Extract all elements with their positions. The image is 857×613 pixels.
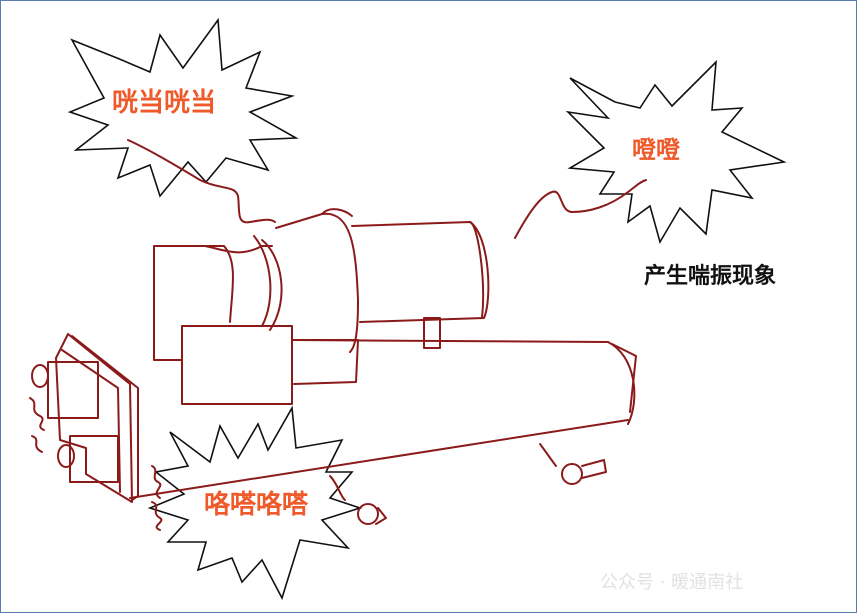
surge-caption: 产生喘振现象 <box>644 264 777 289</box>
volute-top-flare <box>321 208 353 217</box>
left-nozzle-upper <box>47 361 99 419</box>
top-right-burst-label: 噔噔 <box>632 136 680 164</box>
bottom-burst-label: 咯嗒咯嗒 <box>204 490 309 520</box>
motor-box <box>181 325 293 405</box>
vibration-squiggle-bottom-3 <box>329 475 346 501</box>
cylinder-support-clamp <box>423 317 441 349</box>
volute-outer <box>275 212 359 353</box>
shell-right-flange <box>611 343 637 413</box>
main-shell-top <box>291 339 609 343</box>
vibration-squiggle-left-end-2 <box>31 435 43 453</box>
top-right-starburst <box>565 59 787 245</box>
bottom-starburst <box>147 405 363 601</box>
bolt-right <box>561 463 583 485</box>
motor-box-side <box>291 339 359 385</box>
bolt-right-shank <box>581 459 607 479</box>
left-valve-knob-lower <box>57 444 75 468</box>
left-nozzle-lower <box>69 435 119 483</box>
vibration-squiggle-right <box>514 179 647 239</box>
top-left-burst-label: 咣当咣当 <box>112 88 217 118</box>
vibration-squiggle-bolt <box>539 443 557 467</box>
left-waterbox <box>55 333 133 503</box>
main-shell-bottom <box>129 419 629 499</box>
volute-ring-2 <box>253 235 272 327</box>
top-left-starburst <box>67 17 299 198</box>
vibration-squiggle-bottom-2 <box>151 501 163 531</box>
compressor-end-cap <box>469 221 485 319</box>
watermark: 公众号 · 暖通南社 <box>600 572 744 593</box>
vibration-squiggle-left <box>127 139 276 224</box>
volute-ring-1 <box>261 239 283 331</box>
bolt-bottom <box>357 503 379 525</box>
inlet-elbow <box>204 245 273 254</box>
vibration-squiggle-left-end-1 <box>29 397 45 431</box>
compressor-cylinder <box>351 221 490 323</box>
left-valve-knob-upper <box>31 364 49 388</box>
bolt-bottom-shank <box>375 507 387 525</box>
inlet-housing <box>153 245 234 361</box>
left-flange-plate <box>71 335 139 501</box>
